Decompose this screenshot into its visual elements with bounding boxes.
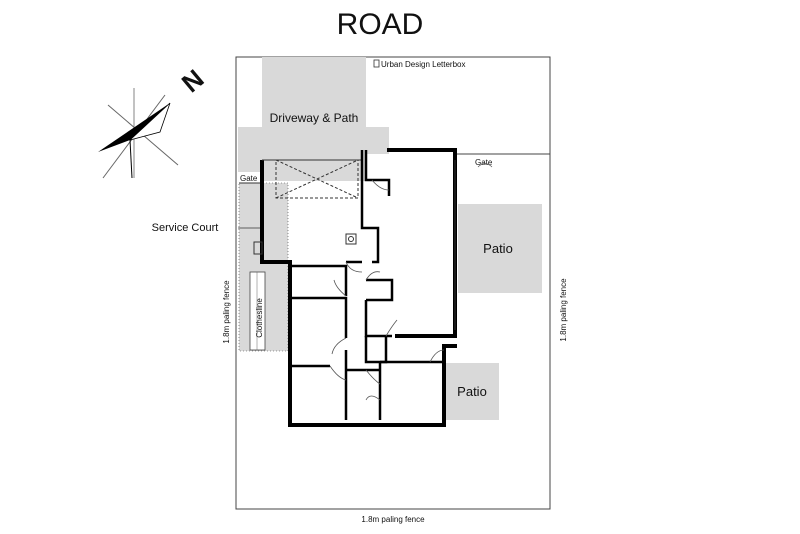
patio-small — [446, 363, 499, 420]
gate-top — [477, 163, 493, 168]
clothesline — [249, 271, 266, 351]
north-label: N — [176, 63, 210, 98]
fence-bottom-label: 1.8m paling fence — [361, 515, 425, 524]
fence-right-label: 1.8m paling fence — [559, 278, 568, 342]
letterbox-label: Urban Design Letterbox — [381, 60, 466, 69]
road-label: ROAD — [337, 8, 424, 41]
property-boundary — [235, 56, 551, 510]
patio-large — [458, 204, 542, 293]
service-court-label: Service Court — [152, 222, 219, 234]
gate-left-label: Gate — [240, 174, 258, 183]
gate-top-label: Gate — [475, 158, 493, 167]
patio-large-label: Patio — [483, 241, 513, 256]
driveway-label: Driveway & Path — [270, 111, 359, 125]
patio-small-label: Patio — [457, 384, 487, 399]
fence-left-label: 1.8m paling fence — [222, 280, 231, 344]
letterbox-icon — [373, 59, 380, 68]
driveway-area — [238, 57, 389, 181]
clothesline-label: Clothesline — [255, 298, 264, 338]
north-arrow-icon — [98, 88, 179, 179]
house-floor-plan — [253, 148, 457, 427]
